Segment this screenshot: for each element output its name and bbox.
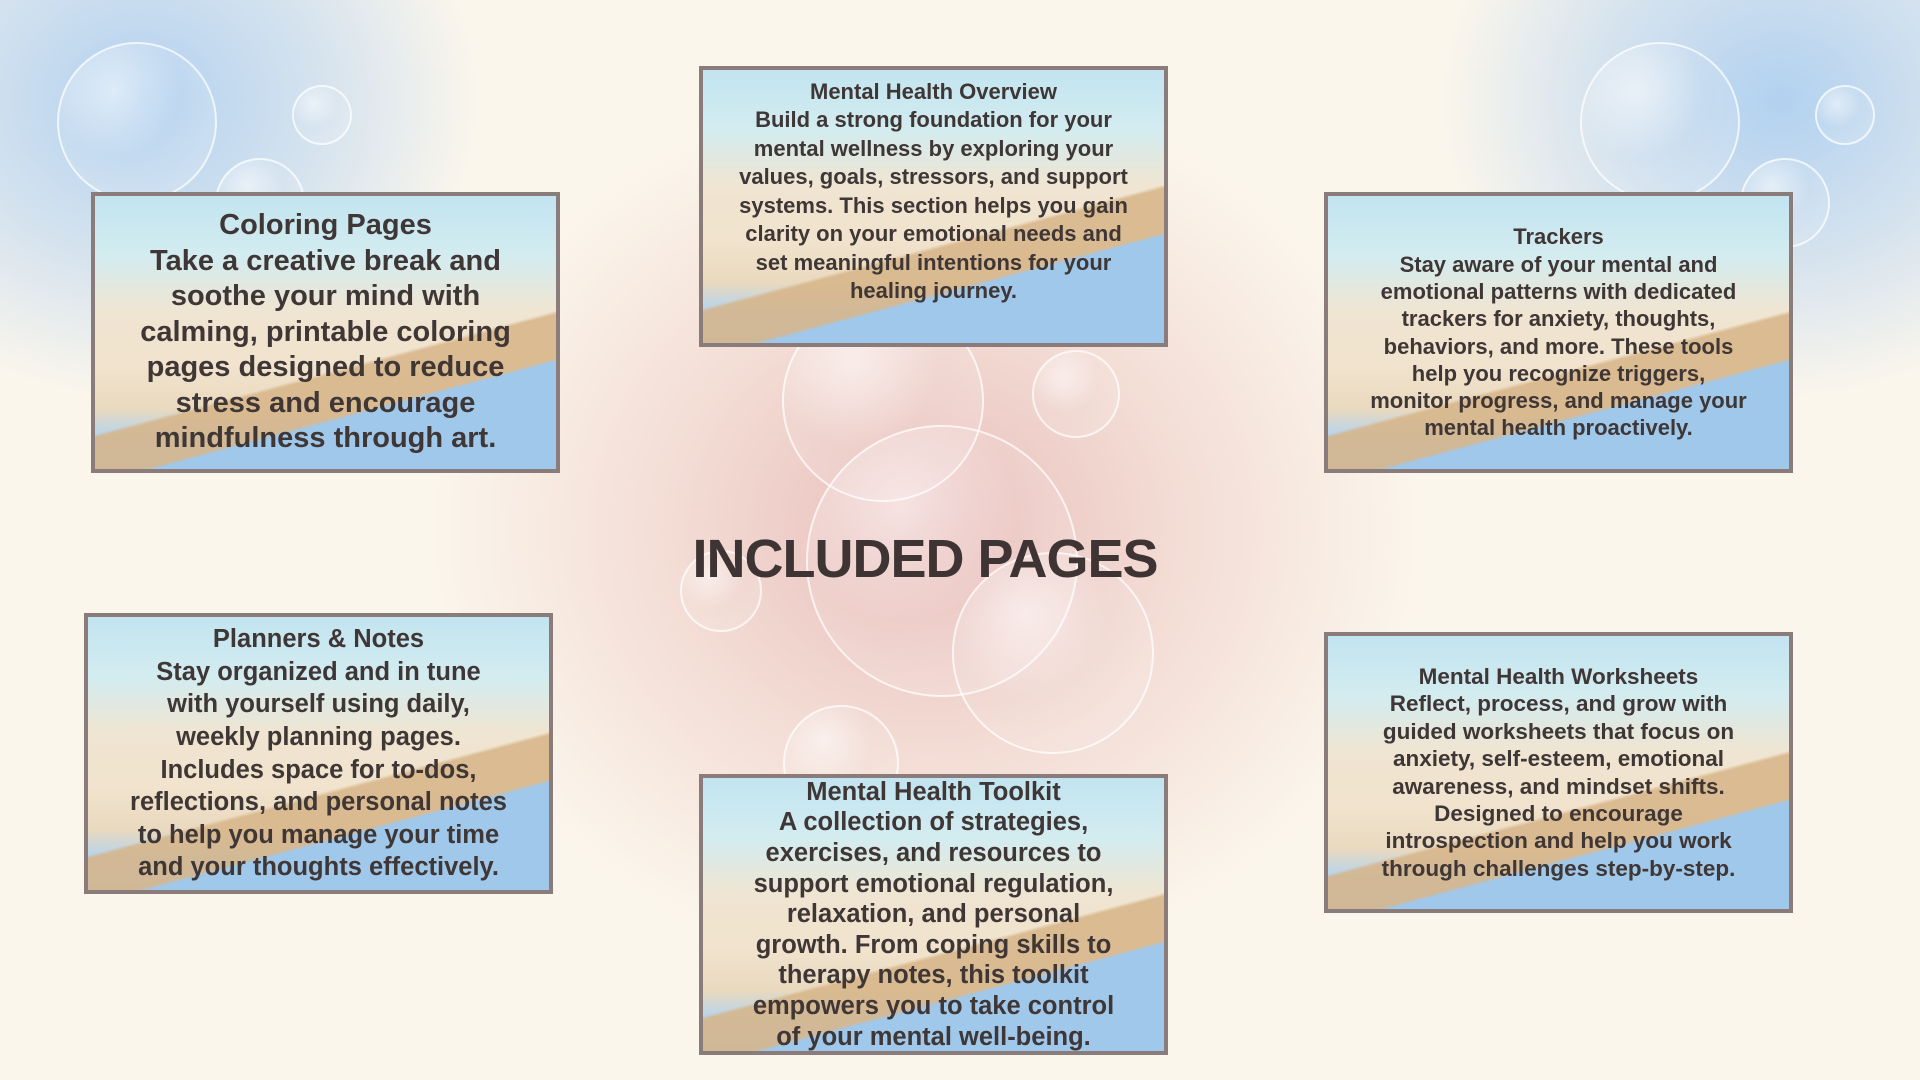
card-description-line: growth. From coping skills to [755,930,1112,959]
bubble-decoration [1032,350,1120,438]
card-title: Mental Health Worksheets [1418,663,1699,689]
card-description-line: Reflect, process, and grow with [1389,691,1728,717]
card-description-line: Take a creative break and [150,244,501,277]
card-description-line: weekly planning pages. [176,722,461,751]
bubble-decoration [57,42,217,202]
card-description-line: guided worksheets that focus on [1382,718,1735,744]
card-description-line: help you recognize triggers, [1411,360,1706,386]
bubble-decoration [292,85,352,145]
page-title: INCLUDED PAGES [692,529,1158,589]
card-title: Trackers [1513,224,1604,250]
card-description-line: mental health proactively. [1424,415,1693,441]
card-description-line: relaxation, and personal [786,900,1081,929]
card-description-line: mindfulness through art. [154,422,497,455]
card-description-line: awareness, and mindset shifts. [1392,773,1725,799]
card-description-line: stress and encourage [175,386,476,419]
card-title: Coloring Pages [219,209,432,242]
card-description-line: clarity on your emotional needs and [745,221,1122,246]
bubble-decoration [1815,85,1875,145]
card-description-line: behaviors, and more. These tools [1383,333,1734,359]
card-description-line: values, goals, stressors, and support [739,164,1128,189]
card-description-line: emotional patterns with dedicated [1380,278,1737,304]
card-description-line: of your mental well-being. [776,1022,1091,1051]
bubble-decoration [680,550,762,632]
card-description-line: therapy notes, this toolkit [778,961,1089,990]
card-description-line: support emotional regulation, [753,869,1114,898]
card-description-line: healing journey. [849,278,1018,303]
card-description-line: Stay aware of your mental and [1399,251,1718,277]
card-description-line: set meaningful intentions for your [755,249,1112,275]
card-description-line: exercises, and resources to [765,839,1102,868]
card-description-line: pages designed to reduce [146,351,505,384]
card-description-line: introspection and help you work [1385,828,1732,854]
card-description-line: monitor progress, and manage your [1370,388,1747,414]
card-description-line: Stay organized and in tune [156,657,481,686]
card-title: Mental Health Toolkit [806,777,1061,806]
card-description-line: A collection of strategies, [778,808,1089,837]
card-description-line: Includes space for to-dos, [160,755,477,784]
card-description-line: calming, printable coloring [140,315,511,348]
card-title: Planners & Notes [212,625,425,654]
card-description-line: empowers you to take control [752,991,1115,1020]
card-description-line: mental wellness by exploring your [753,135,1114,161]
card-description-line: reflections, and personal notes [130,788,507,817]
card-description-line: trackers for anxiety, thoughts, [1401,306,1716,332]
card-description-line: Build a strong foundation for your [755,107,1112,132]
bubble-decoration [1580,42,1740,202]
card-description-line: with yourself using daily, [167,690,470,719]
card-description-line: soothe your mind with [170,280,481,313]
card-description-line: and your thoughts effectively. [138,853,499,882]
card-description-line: anxiety, self-esteem, emotional [1393,746,1724,772]
card-description-line: to help you manage your time [137,820,500,849]
card-description-line: through challenges step-by-step. [1381,855,1736,881]
card-title: Mental Health Overview [810,78,1057,104]
card-description-line: Designed to encourage [1434,800,1683,826]
bubble-decoration [952,552,1154,754]
card-description-line: systems. This section helps you gain [739,192,1128,218]
